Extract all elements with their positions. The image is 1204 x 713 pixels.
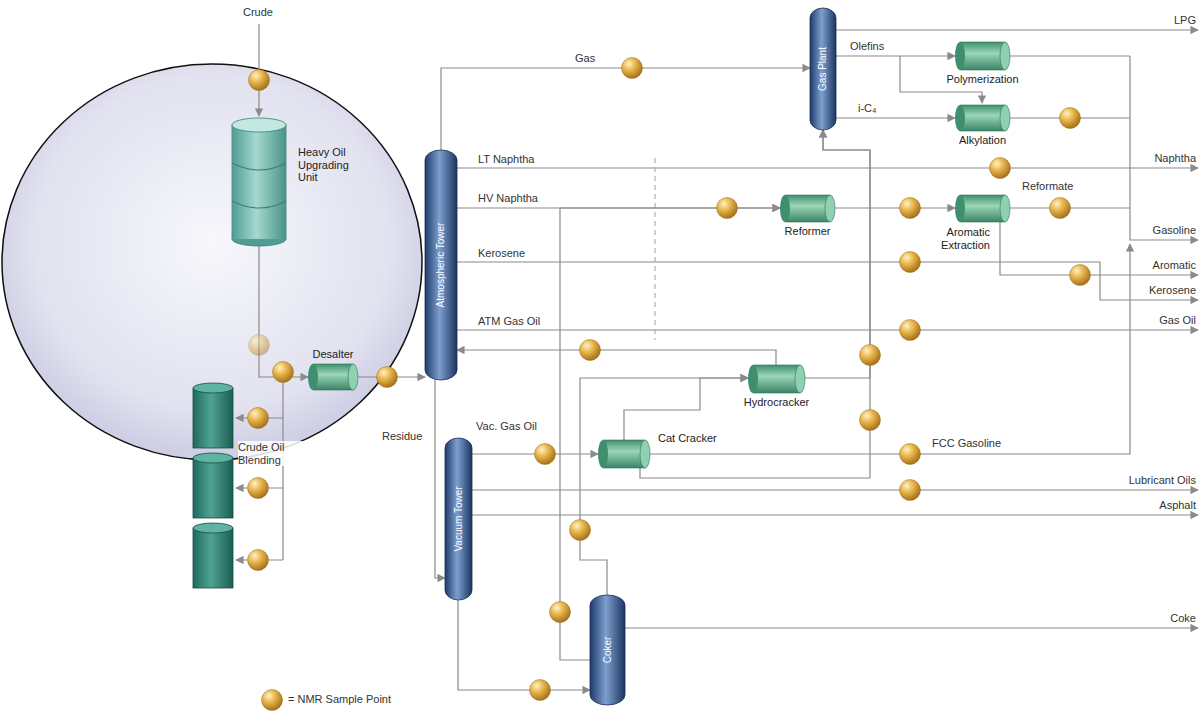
nmr-sample-point [249,335,270,356]
flow-connector [836,117,955,118]
nmr-sample-point [900,480,921,501]
nmr-sample-point [377,367,398,388]
flow-connector [435,380,445,578]
flow-connector [640,130,870,478]
stream-label: LPG [1174,14,1196,27]
process-vessel: Aromatic Extraction [955,195,1010,222]
unit-label: Reformer [785,225,831,238]
flow-connector [560,208,780,660]
tower-unit: Vacuum Tower [445,438,472,600]
nmr-sample-point [1070,265,1091,286]
flow-connector [835,207,955,208]
unit-label: Coker [602,637,614,664]
hdrum-shape [308,364,358,390]
nmr-sample-point [990,158,1011,179]
nmr-sample-point [570,520,591,541]
hdrum-shape [598,440,650,468]
process-vessel: Alkylation [955,105,1010,131]
nmr-sample-point [1050,198,1071,219]
tower-unit: Coker [590,595,625,705]
flow-connector [441,68,810,150]
stream-label: Gasoline [1153,224,1196,237]
stream-label: Residue [382,430,422,443]
blending-drums [193,383,233,588]
stream-label: Kerosene [478,247,525,260]
stream-label: Lubricant Oils [1129,474,1196,487]
vdrum-shape [232,118,286,246]
nmr-sample-point [580,340,601,361]
flow-connector [624,378,748,440]
nmr-sample-point [248,408,269,429]
hdrum-shape [780,195,835,222]
flow-connector [805,130,870,378]
nmr-sample-point [273,362,294,383]
unit-label: Alkylation [959,134,1006,147]
process-vessel: Cat Cracker [598,440,650,468]
unit-label: Hydrocracker [744,396,809,409]
unit-label: Aromatic Extraction [920,226,990,251]
stream-label: ATM Gas Oil [478,315,540,328]
nmr-sample-point [249,70,270,91]
unit-label: Atmospheric Tower [435,223,447,308]
process-vessel: Hydrocracker [748,365,805,393]
flow-connector [836,55,955,56]
hdrum-shape [955,42,1010,70]
stream-label: LT Naphtha [478,153,534,166]
stream-label: Crude [243,6,273,19]
process-vessel: Reformer [780,195,835,222]
nmr-sample-point [248,478,269,499]
stream-label: i-C₄ [858,102,877,115]
nmr-sample-point [248,550,269,571]
nmr-sample-point [860,345,881,366]
stream-label: Vac. Gas Oil [476,420,537,433]
stream-label: Crude Oil Blending [238,441,304,466]
flow-connector [580,378,748,595]
flow-connector [259,246,308,377]
stream-label: HV Naphtha [478,192,538,205]
unit-label: Gas Plant [817,47,829,91]
stream-label: Aromatic [1153,259,1196,272]
unit-label: Heavy Oil Upgrading Unit [298,146,370,184]
stream-label: FCC Gasoline [932,437,1001,450]
hdrum-shape [955,105,1010,131]
tower-unit: Atmospheric Tower [425,150,457,380]
legend-text: = NMR Sample Point [288,693,391,706]
unit-label: Vacuum Tower [453,486,465,551]
stream-label: Kerosene [1149,284,1196,297]
stream-label: Asphalt [1159,499,1196,512]
nmr-sample-point [530,680,551,701]
stream-label: Reformate [1022,180,1073,193]
flow-connector [458,600,590,690]
stream-label: Naphtha [1154,152,1196,165]
nmr-sample-point [860,410,881,431]
flow-connector [457,350,776,365]
stream-label: Coke [1170,612,1196,625]
nmr-sample-point [900,320,921,341]
nmr-sample-point [900,444,921,465]
magnifier-lens [2,64,422,460]
nmr-sample-point [550,602,571,623]
nmr-sample-point [717,198,738,219]
hdrum-shape [955,195,1010,222]
process-lines [236,24,1198,628]
hdrum-shape [748,365,805,393]
nmr-sample-point [1060,108,1081,129]
process-vessel: Heavy Oil Upgrading Unit [232,118,286,246]
stream-label: Olefins [850,40,884,53]
unit-label: Desalter [313,348,354,361]
nmr-sample-point [900,198,921,219]
unit-label: Cat Cracker [658,432,717,445]
stream-label: Gas [575,52,595,65]
tower-unit: Gas Plant [810,8,836,130]
process-vessel: Polymerization [955,42,1010,70]
unit-label: Polymerization [946,73,1018,86]
nmr-sample-point [535,444,556,465]
stream-label: Gas Oil [1159,314,1196,327]
nmr-sample-point [262,690,283,711]
process-vessel: Desalter [308,364,358,390]
nmr-sample-point [900,252,921,273]
nmr-sample-point [622,58,643,79]
